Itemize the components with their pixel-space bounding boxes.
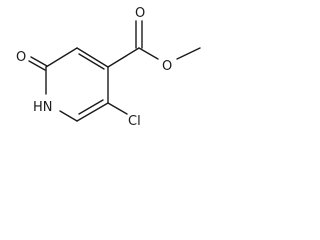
bond-ring-carbonyl-2 — [28, 60, 46, 71]
atom-label-ester-carbonyl-oxygen: O — [135, 6, 145, 21]
bond-c2-c3 — [45, 47, 78, 68]
bond-carbonyl-carbon-ether-oxygen — [138, 47, 159, 60]
atom-label-chlorine: Cl — [128, 114, 141, 129]
atom-label-ring-nitrogen: HN — [33, 100, 53, 115]
bond-c6-n1 — [59, 110, 78, 122]
bond-c5-c6-inner — [78, 99, 104, 115]
atom-label-ester-ether-oxygen: O — [162, 59, 172, 74]
bond-ether-oxygen-methyl — [176, 47, 201, 60]
bond-ring-carbonyl-1 — [30, 56, 48, 67]
atom-label-ring-oxygen: O — [16, 50, 26, 65]
bond-c3-c4 — [76, 47, 109, 68]
bond-c4-carbonyl-carbon — [107, 47, 140, 68]
bond-c5-c6 — [76, 102, 109, 122]
bond-c5-chlorine — [107, 102, 128, 115]
chemical-structure: O HN O O Cl — [16, 6, 201, 129]
bond-c3-c4-inner — [78, 53, 105, 70]
